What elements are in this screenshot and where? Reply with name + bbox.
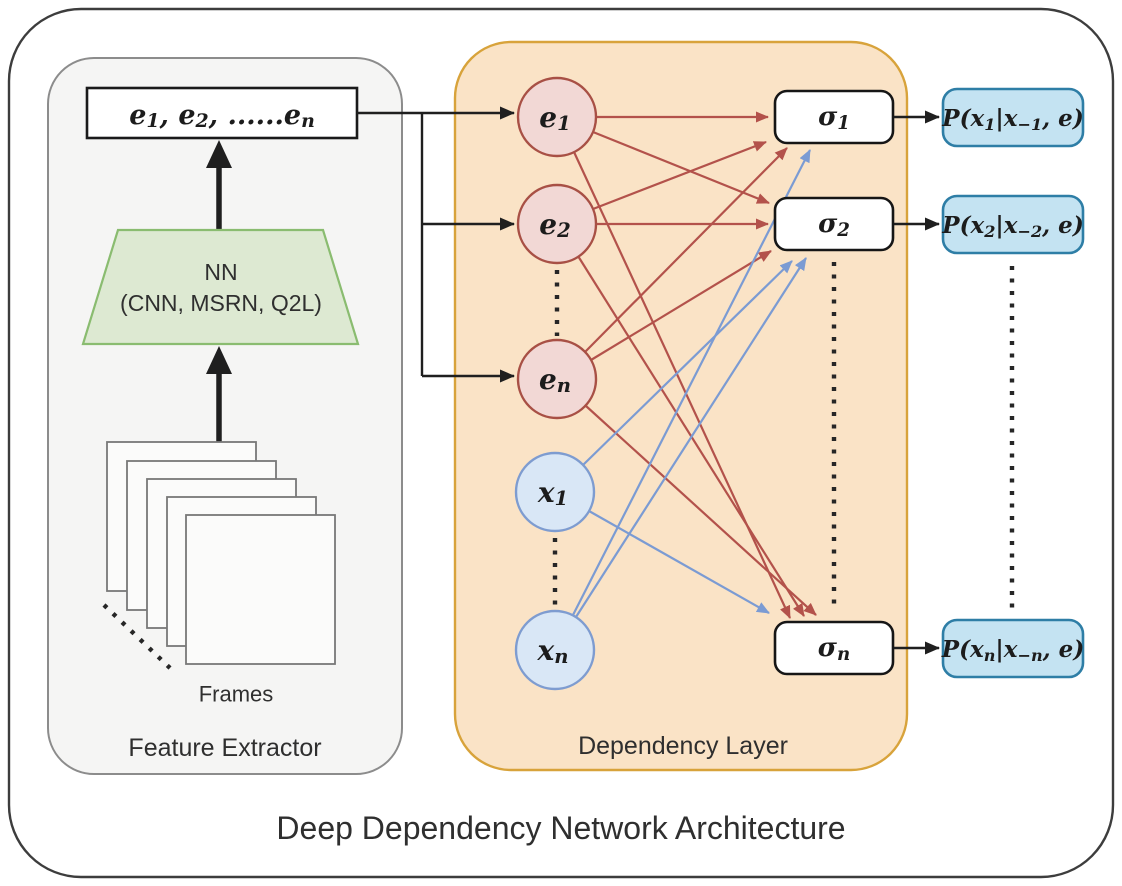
sigma1-label: σ1 bbox=[818, 102, 850, 134]
embedding-sequence-label: e1, e2, ......en bbox=[129, 100, 315, 133]
frames-label: Frames bbox=[199, 682, 274, 707]
sigma1-box bbox=[773, 89, 895, 145]
node-en bbox=[516, 338, 598, 420]
connectors-embedding-to-e-nodes bbox=[357, 106, 515, 383]
dependency-layer-label: Dependency Layer bbox=[578, 732, 788, 760]
sigman-box bbox=[773, 620, 895, 676]
nn-label-line2: (CNN, MSRN, Q2L) bbox=[120, 290, 322, 316]
nn-trapezoid bbox=[81, 228, 360, 346]
frame-square bbox=[185, 514, 336, 665]
edge-e1-sigman bbox=[573, 151, 791, 619]
sigma2-label: σ2 bbox=[818, 209, 850, 241]
arrow-nn-to-embedding bbox=[206, 140, 232, 230]
edge-en-sigma2 bbox=[590, 250, 772, 361]
node-e2 bbox=[516, 183, 598, 265]
feature-extractor-label: Feature Extractor bbox=[128, 734, 321, 762]
edge-xn-sigma1 bbox=[572, 149, 811, 616]
edge-x1-sigma2 bbox=[582, 260, 793, 466]
node-x1 bbox=[514, 451, 596, 533]
edge-e2-sigma1 bbox=[592, 140, 767, 211]
output-box-2 bbox=[941, 194, 1085, 255]
edge-en-sigma1 bbox=[584, 147, 788, 353]
sigma2-box bbox=[773, 196, 895, 252]
blue-edges bbox=[572, 149, 811, 618]
node-x1-label: x1 bbox=[537, 476, 568, 510]
node-en-label: en bbox=[539, 363, 571, 397]
arrows-sigma-to-outputs bbox=[894, 110, 940, 655]
embedding-box bbox=[85, 86, 359, 140]
sigman-label: σn bbox=[818, 633, 850, 665]
output-label-n: P(xn|x−n, e) bbox=[941, 636, 1084, 665]
nn-label-line1: NN bbox=[204, 259, 237, 285]
node-e2-label: e2 bbox=[539, 208, 570, 242]
edge-en-sigman bbox=[585, 405, 817, 616]
node-e1 bbox=[516, 76, 598, 158]
output-label-1: P(x1|x−1, e) bbox=[941, 105, 1083, 134]
edge-x1-sigman bbox=[588, 510, 770, 614]
node-xn-label: xn bbox=[537, 634, 569, 668]
node-xn bbox=[514, 609, 596, 691]
arrow-frames-to-nn bbox=[206, 346, 232, 442]
output-label-2: P(x2|x−2, e) bbox=[941, 212, 1083, 241]
output-box-n bbox=[941, 618, 1085, 679]
diagram-title: Deep Dependency Network Architecture bbox=[276, 810, 845, 846]
node-e1-label: e1 bbox=[539, 101, 570, 135]
edge-xn-sigma2 bbox=[575, 257, 807, 618]
frames-ellipsis bbox=[102, 603, 172, 670]
frames-stack bbox=[106, 441, 336, 665]
edge-e1-sigma2 bbox=[592, 130, 770, 205]
output-box-1 bbox=[941, 87, 1085, 148]
